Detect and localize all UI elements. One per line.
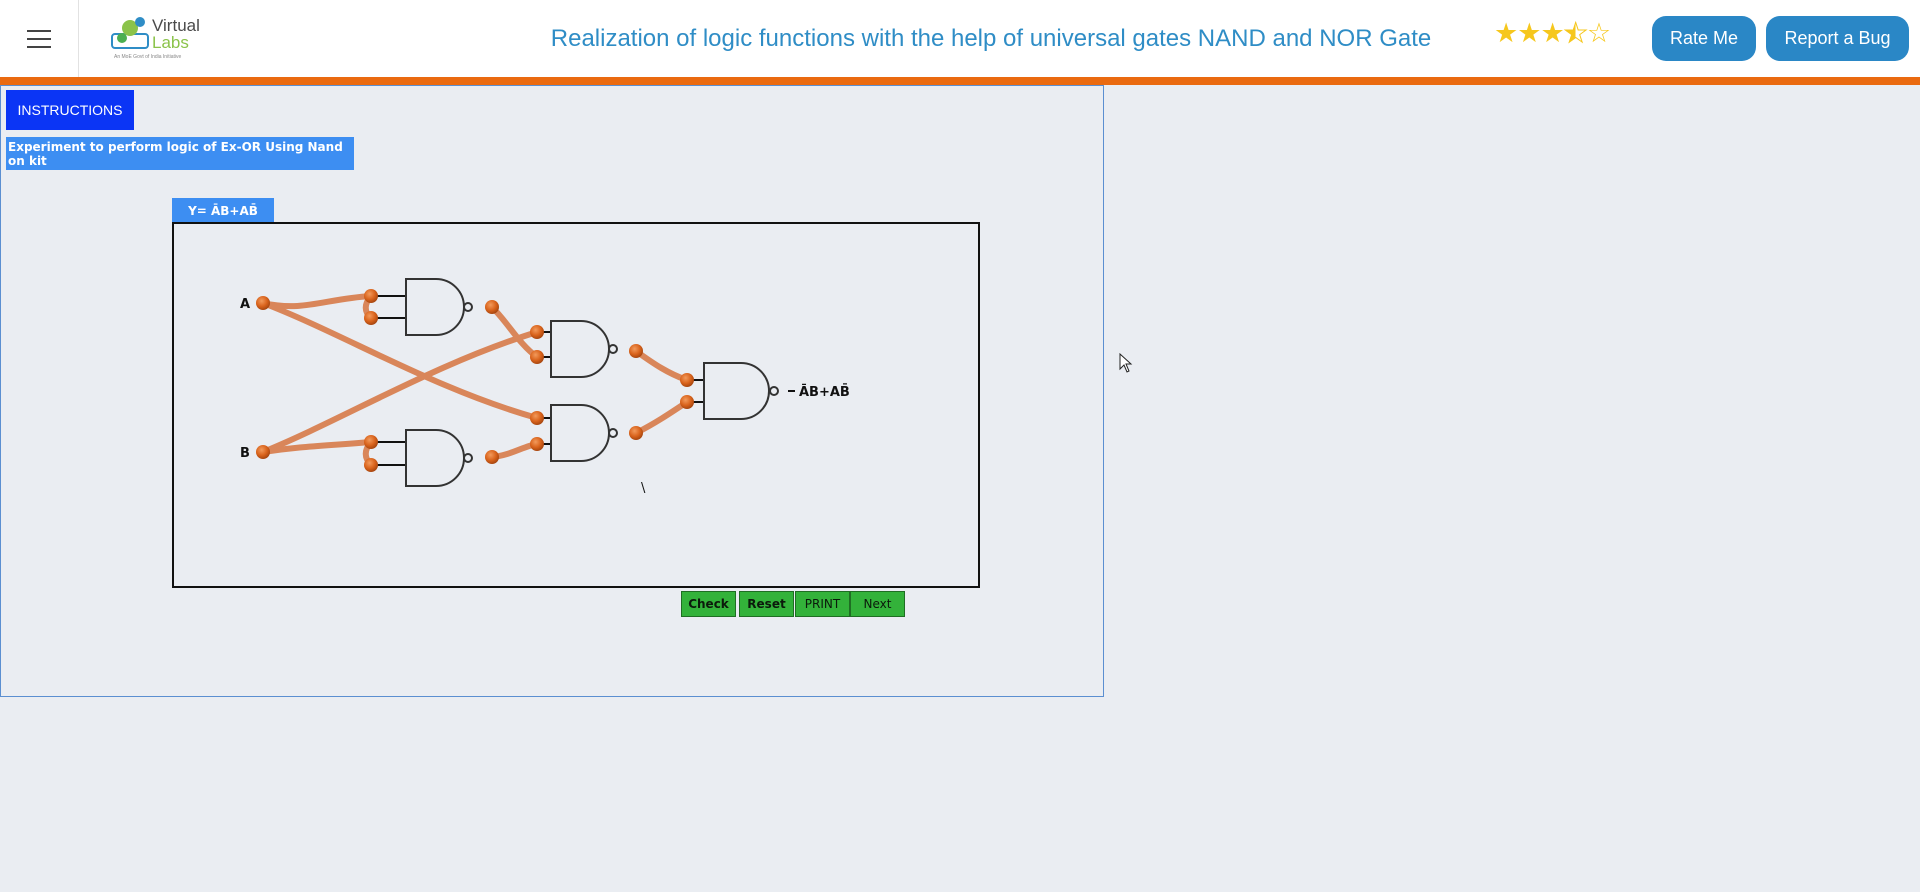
- print-button[interactable]: PRINT: [795, 591, 850, 617]
- pin-g1-in2: [364, 311, 378, 325]
- experiment-label: Experiment to perform logic of Ex-OR Usi…: [6, 137, 354, 170]
- nand-gate-4: [550, 404, 610, 462]
- pin-g4-out: [629, 426, 643, 440]
- star-full-icon: ★: [1517, 18, 1541, 48]
- nand-bubble-2: [463, 453, 473, 463]
- nand-bubble-4: [608, 428, 618, 438]
- logo-line1: Virtual: [152, 16, 200, 35]
- nand-gates: [405, 278, 779, 487]
- pin-input-b: [256, 445, 270, 459]
- wire-b-g2: [260, 439, 374, 455]
- instructions-button[interactable]: INSTRUCTIONS: [6, 90, 134, 130]
- star-full-icon: ★: [1540, 18, 1564, 48]
- wire-b-g3: [260, 329, 540, 455]
- circuit-diagram: A B ĀB+AB̄ \: [240, 278, 850, 496]
- pin-g3-out: [629, 344, 643, 358]
- pin-g2-in1: [364, 435, 378, 449]
- nand-gate-2: [405, 429, 465, 487]
- stray-mark: \: [641, 481, 646, 496]
- pin-g4-in1: [530, 411, 544, 425]
- virtual-labs-logo[interactable]: Virtual Labs An MoE Govt of India Initia…: [108, 12, 200, 64]
- nand-bubble-5: [769, 386, 779, 396]
- wire-a-g1: [260, 293, 374, 310]
- wire-a-g4: [260, 300, 540, 421]
- reset-button[interactable]: Reset: [739, 591, 794, 617]
- star-half-icon: ★: [1563, 18, 1588, 49]
- hamburger-icon: [27, 29, 51, 48]
- pin-g4-in2: [530, 437, 544, 451]
- pin-g2-out: [485, 450, 499, 464]
- logo-tagline: An MoE Govt of India Initiative: [114, 54, 182, 60]
- equation-tab: Y= ĀB+AB̄: [172, 198, 274, 224]
- check-button[interactable]: Check: [681, 591, 736, 617]
- pin-g1-out: [485, 300, 499, 314]
- input-a-label: A: [240, 297, 250, 312]
- rate-me-button[interactable]: Rate Me: [1652, 16, 1756, 61]
- experiment-panel: INSTRUCTIONS Experiment to perform logic…: [0, 85, 1104, 697]
- wire-g4-g5: [633, 399, 690, 436]
- nand-bubble-1: [463, 302, 473, 312]
- flask-logo-icon: [111, 17, 149, 49]
- pin-g5-in2: [680, 395, 694, 409]
- wire-g3-g5: [633, 348, 690, 383]
- pin-input-a: [256, 296, 270, 310]
- star-rating[interactable]: ★★★★☆: [1494, 18, 1611, 49]
- nand-gate-3: [550, 320, 610, 378]
- star-full-icon: ★: [1494, 18, 1518, 48]
- report-bug-button[interactable]: Report a Bug: [1766, 16, 1909, 61]
- logo-line2: Labs: [152, 33, 189, 52]
- pin-g2-in2: [364, 458, 378, 472]
- pin-g1-in1: [364, 289, 378, 303]
- pin-group[interactable]: [256, 289, 694, 472]
- mouse-cursor-icon: [1119, 353, 1133, 373]
- nand-gate-1: [405, 278, 465, 336]
- next-button[interactable]: Next: [850, 591, 905, 617]
- pin-g5-in1: [680, 373, 694, 387]
- wire-group: [260, 293, 690, 468]
- nand-gate-5: [703, 362, 770, 420]
- circuit-canvas[interactable]: A B ĀB+AB̄ \: [172, 222, 980, 588]
- page-title: Realization of logic functions with the …: [550, 24, 1432, 52]
- pin-g3-in2: [530, 350, 544, 364]
- output-label: ĀB+AB̄: [799, 384, 850, 400]
- logo-wordmark: Virtual Labs: [152, 17, 200, 51]
- menu-button[interactable]: [0, 0, 79, 77]
- wire-g2-g4: [489, 441, 540, 460]
- star-empty-icon: ☆: [1586, 18, 1611, 48]
- top-header: Virtual Labs An MoE Govt of India Initia…: [0, 0, 1920, 85]
- pin-g3-in1: [530, 325, 544, 339]
- input-b-label: B: [240, 446, 250, 461]
- nand-bubble-3: [608, 344, 618, 354]
